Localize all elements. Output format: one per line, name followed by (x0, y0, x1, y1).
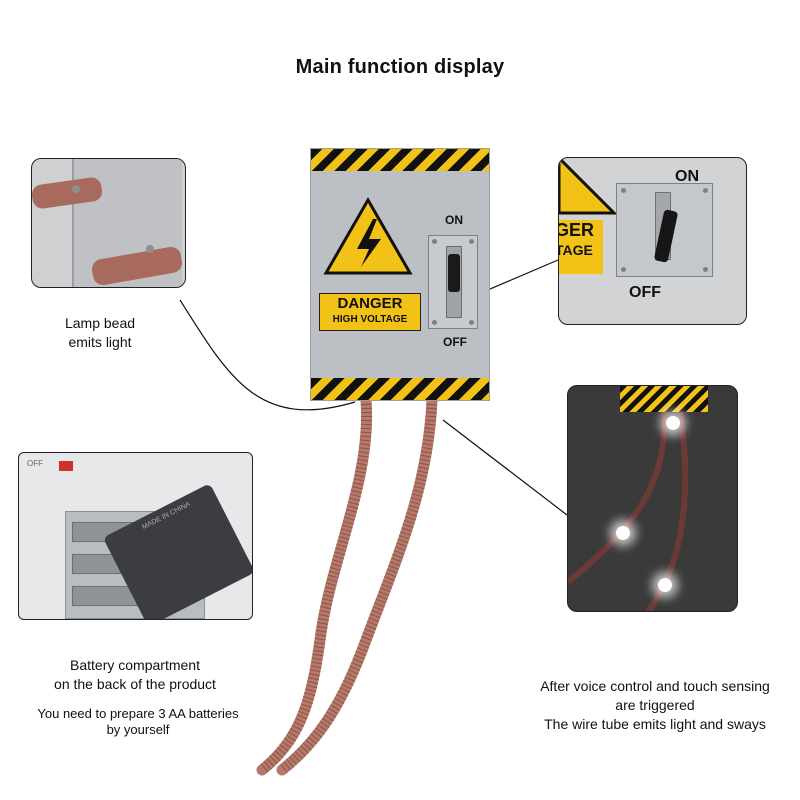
light-glow-icon (666, 416, 680, 430)
sign-fragment-text: GER (558, 220, 595, 240)
danger-text: DANGER (337, 295, 403, 312)
battery-compartment-photo: OFF MADE IN CHINA (18, 452, 253, 620)
hazard-stripe-cap (620, 386, 708, 412)
screw-icon (432, 239, 437, 244)
screw-icon (469, 239, 474, 244)
danger-sign-fragment: GER TAGE (558, 220, 603, 274)
toggle-switch[interactable] (428, 235, 478, 329)
lamp-connector-line (179, 299, 356, 411)
screw-icon (621, 188, 626, 193)
wire-tube-left (256, 394, 373, 776)
page-title: Main function display (295, 56, 505, 78)
hazard-stripe-top (311, 149, 489, 171)
screw-icon (703, 188, 708, 193)
toggle-switch-zoom (616, 183, 713, 277)
high-voltage-warning-icon (323, 197, 413, 275)
sensing-caption: After voice control and touch sensing ar… (520, 677, 790, 734)
screw-icon (432, 320, 437, 325)
glowing-wire-icon (568, 411, 689, 611)
lamp-caption-line: emits light (68, 334, 132, 350)
sign-fragment-text: TAGE (558, 242, 593, 258)
light-glow-icon (616, 526, 630, 540)
battery-caption-line: on the back of the product (54, 676, 216, 692)
high-voltage-text: HIGH VOLTAGE (332, 314, 408, 325)
danger-box-product: DANGER HIGH VOLTAGE ON OFF (310, 148, 490, 401)
lamp-caption: Lamp bead emits light (40, 314, 160, 352)
screw-icon (469, 320, 474, 325)
battery-caption: Battery compartment on the back of the p… (30, 656, 240, 694)
lamp-caption-line: Lamp bead (64, 315, 136, 331)
cover-text: MADE IN CHINA (141, 500, 192, 532)
power-switch-icon (59, 461, 73, 471)
hazard-stripe-bottom (311, 378, 489, 400)
wire-tube-left-texture (258, 399, 373, 775)
switch-off-label: OFF (443, 335, 467, 349)
switch-on-label: ON (445, 213, 463, 227)
sensing-caption-line: After voice control and touch sensing (540, 678, 770, 694)
screw-icon (703, 267, 708, 272)
light-glow-icon (658, 578, 672, 592)
battery-note-line: You need to prepare 3 AA batteries (37, 706, 239, 721)
battery-note: You need to prepare 3 AA batteries by yo… (20, 706, 256, 738)
off-tag-text: OFF (27, 459, 43, 468)
switch-off-label: OFF (629, 284, 661, 301)
switch-zoom-photo: GER TAGE ON OFF (558, 157, 747, 325)
wire-end-icon (32, 177, 182, 286)
sensing-caption-line: are triggered (615, 697, 695, 713)
warning-triangle-icon (559, 158, 618, 215)
glowing-wire-photo (567, 385, 738, 612)
danger-sign: DANGER HIGH VOLTAGE (319, 293, 421, 331)
battery-caption-line: Battery compartment (70, 657, 200, 673)
switch-on-label: ON (675, 168, 699, 185)
sensing-caption-line: The wire tube emits light and sways (544, 716, 766, 732)
lamp-bead-photo (31, 158, 186, 288)
switch-lever[interactable] (448, 254, 460, 292)
battery-note-line: by yourself (106, 722, 170, 737)
wire-tube-right-texture (278, 399, 438, 775)
screw-icon (621, 267, 626, 272)
glow-connector-line (442, 419, 568, 516)
